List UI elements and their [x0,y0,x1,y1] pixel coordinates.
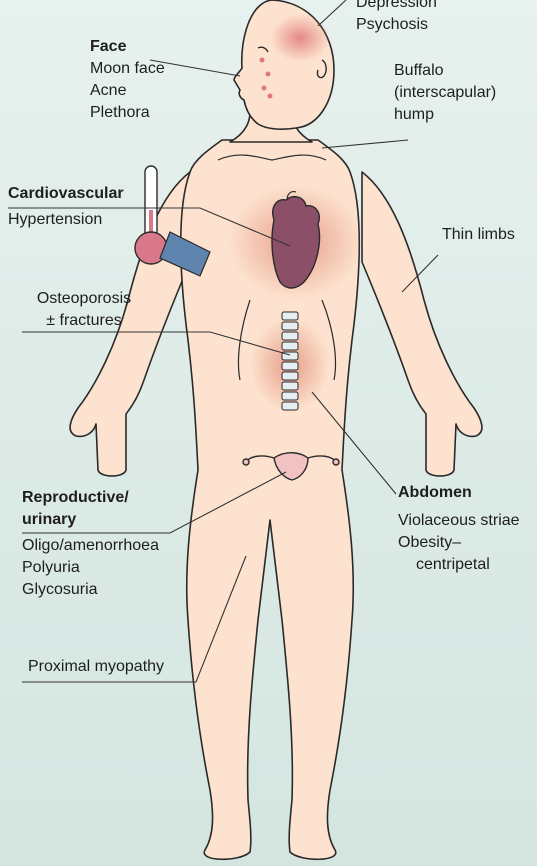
label-plethora: Plethora [60,102,180,124]
label-myopathy-text: Proximal myopathy [28,656,164,678]
label-moon-face: Moon face [60,58,180,80]
label-abdomen-heading: Abdomen [398,482,520,504]
label-thin-limbs: Thin limbs [442,224,515,246]
label-fractures: ± fractures [20,310,148,332]
label-hypertension: Hypertension [8,209,124,231]
label-repro-group: Reproductive/ urinary Oligo/amenorrhoea … [22,487,159,601]
label-face-heading: Face [60,36,180,58]
label-centripetal: centripetal [398,554,520,576]
label-cardio-group: Cardiovascular Hypertension [8,183,124,231]
label-myopathy: Proximal myopathy [28,656,164,678]
label-abdomen-group: Abdomen Violaceous striae Obesity– centr… [398,482,520,576]
label-acne: Acne [60,80,180,102]
label-striae: Violaceous striae [398,510,520,532]
label-repro-heading-2: urinary [22,509,159,531]
label-glycosuria: Glycosuria [22,579,159,601]
label-obesity: Obesity– [398,532,520,554]
label-polyuria: Polyuria [22,557,159,579]
label-cardio-heading: Cardiovascular [8,183,124,205]
label-osteo-group: Osteoporosis ± fractures [20,288,148,332]
head-flush [270,14,330,62]
label-depression: Depression [356,0,437,14]
label-buffalo-group: Buffalo (interscapular) hump [394,60,496,126]
label-face-group: Face Moon face Acne Plethora [60,36,180,124]
label-head-symptoms: Depression Psychosis [356,0,437,36]
label-psychosis: Psychosis [356,14,437,36]
label-buffalo: Buffalo [394,60,496,82]
label-thin-limbs-text: Thin limbs [442,224,515,246]
label-interscapular: (interscapular) [394,82,496,104]
label-oligo: Oligo/amenorrhoea [22,535,159,557]
label-osteoporosis: Osteoporosis [20,288,148,310]
label-hump: hump [394,104,496,126]
label-repro-heading-1: Reproductive/ [22,487,159,509]
